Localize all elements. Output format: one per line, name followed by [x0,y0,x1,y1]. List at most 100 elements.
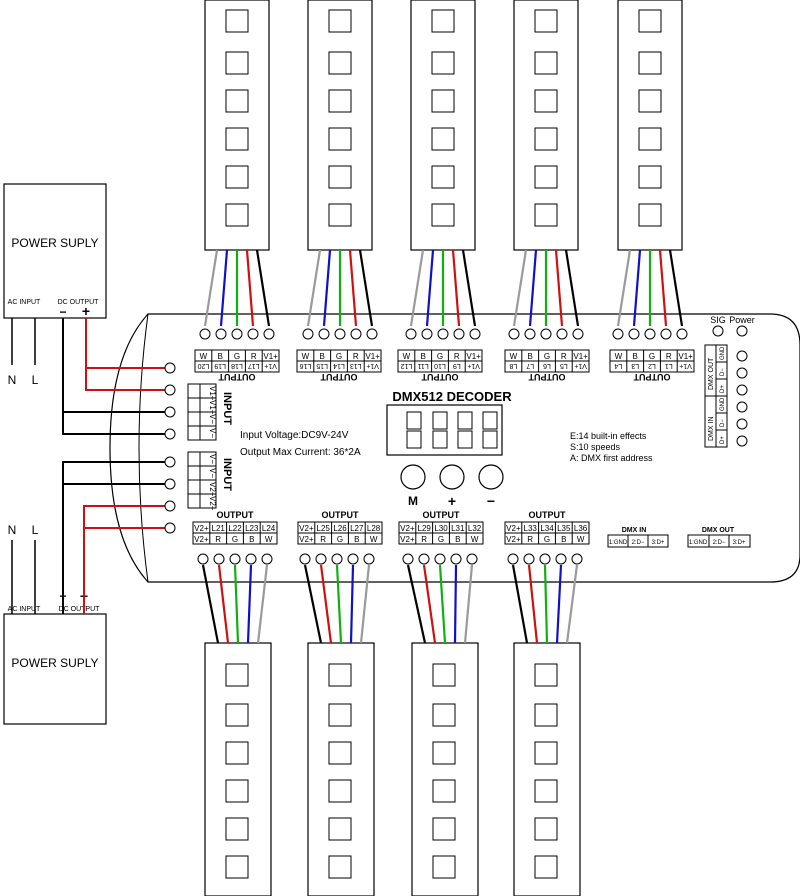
led-chip [534,663,558,687]
decoder-title: DMX512 DECODER [392,389,512,404]
led-strip-top [302,0,378,340]
terminal-screw [197,553,209,565]
wire [461,249,477,327]
terminal-label: G [438,535,444,544]
led-chip [225,855,249,879]
terminal-screw [363,553,375,565]
led-chip [328,663,352,687]
wire [453,564,458,644]
led-chip [431,203,455,227]
wire [409,249,425,327]
terminal-screw [556,328,568,340]
minus-button[interactable] [478,464,504,490]
wire-bottom-plus [83,505,166,614]
led-chip [225,9,249,33]
terminal-title: OUTPUT [423,510,461,520]
terminal-label: L24 [262,524,276,533]
terminal-label: V1+ [467,362,480,369]
led-strip-bottom [402,553,479,896]
led-chip [534,51,558,75]
input-pin-label: V1+ [208,400,217,415]
terminal-screw [231,328,243,340]
led-chip [328,165,352,189]
led-chip [225,779,249,803]
input-pin-label: V− [208,454,217,464]
terminal-screw [644,328,656,340]
wire [348,249,358,327]
terminal-label: G [649,352,655,361]
wire [358,249,374,327]
led-chip [431,89,455,113]
terminal-screw [418,553,430,565]
wire [438,564,447,644]
led-chip [638,51,662,75]
terminal-label: V1+ [573,352,588,361]
wire [349,564,355,644]
terminal-screw [350,328,362,340]
wire [306,249,322,327]
svg-text:2:D−: 2:D− [713,540,726,546]
terminal-screw [405,328,417,340]
terminal-screw [555,553,567,565]
led-chip [534,203,558,227]
svg-text:3:D+: 3:D+ [733,540,746,546]
terminal-screw [247,328,259,340]
input-pin-label: V− [208,428,217,438]
power-supply-title: POWER SUPLY [11,236,98,250]
power-supply-title: POWER SUPLY [11,656,98,670]
terminal-label: L4 [614,362,622,369]
wire [564,249,580,327]
terminal-screw [539,553,551,565]
plus-button[interactable] [439,464,465,490]
terminal-screw [402,553,414,565]
terminal-screw [450,553,462,565]
address-text: A: DMX first address [570,453,653,463]
terminal-label: L32 [468,524,482,533]
terminal-label: V1+ [679,362,692,369]
terminal-label: L8 [509,362,517,369]
terminal-label: G [232,535,238,544]
terminal-label: R [454,352,460,361]
minus-button-label: − [487,493,495,509]
led-chip [638,127,662,151]
terminal-screw [612,328,624,340]
svg-text:D−: D− [720,419,726,427]
terminal-label: R [353,352,359,361]
terminal-label: L5 [560,362,568,369]
terminal-label: L20 [197,362,209,369]
input-pin-label: V− [208,468,217,478]
m-button[interactable] [400,464,426,490]
wire [616,249,632,327]
terminal-label: L29 [418,524,432,533]
terminal-title: OUTPUT [218,372,256,382]
wire [658,249,668,327]
dc-output-label: DC OUTPUT [58,299,100,306]
terminal-label: L12 [400,362,412,369]
control-buttons: M + − [400,464,504,509]
terminal-screw [347,553,359,565]
terminal-label: V2+ [506,535,521,544]
terminal-screw [571,553,583,565]
led-chip [431,165,455,189]
terminal-screw [508,328,520,340]
dmx-in-title: DMX IN [622,527,647,534]
wire [319,564,333,644]
terminal-label: V2+ [400,535,415,544]
led-strip-top [405,0,481,340]
wire [322,249,332,327]
terminal-label: V2+ [194,535,209,544]
led-chip [328,127,352,151]
terminal-label: L26 [333,524,347,533]
terminal-label: G [437,352,443,361]
svg-text:1:GND: 1:GND [609,540,628,546]
terminal-title: OUTPUT [528,372,566,382]
wire [543,564,549,644]
terminal-label: W [615,352,623,361]
wire [303,564,323,644]
terminal-screw [318,328,330,340]
terminal-label: B [218,352,223,361]
